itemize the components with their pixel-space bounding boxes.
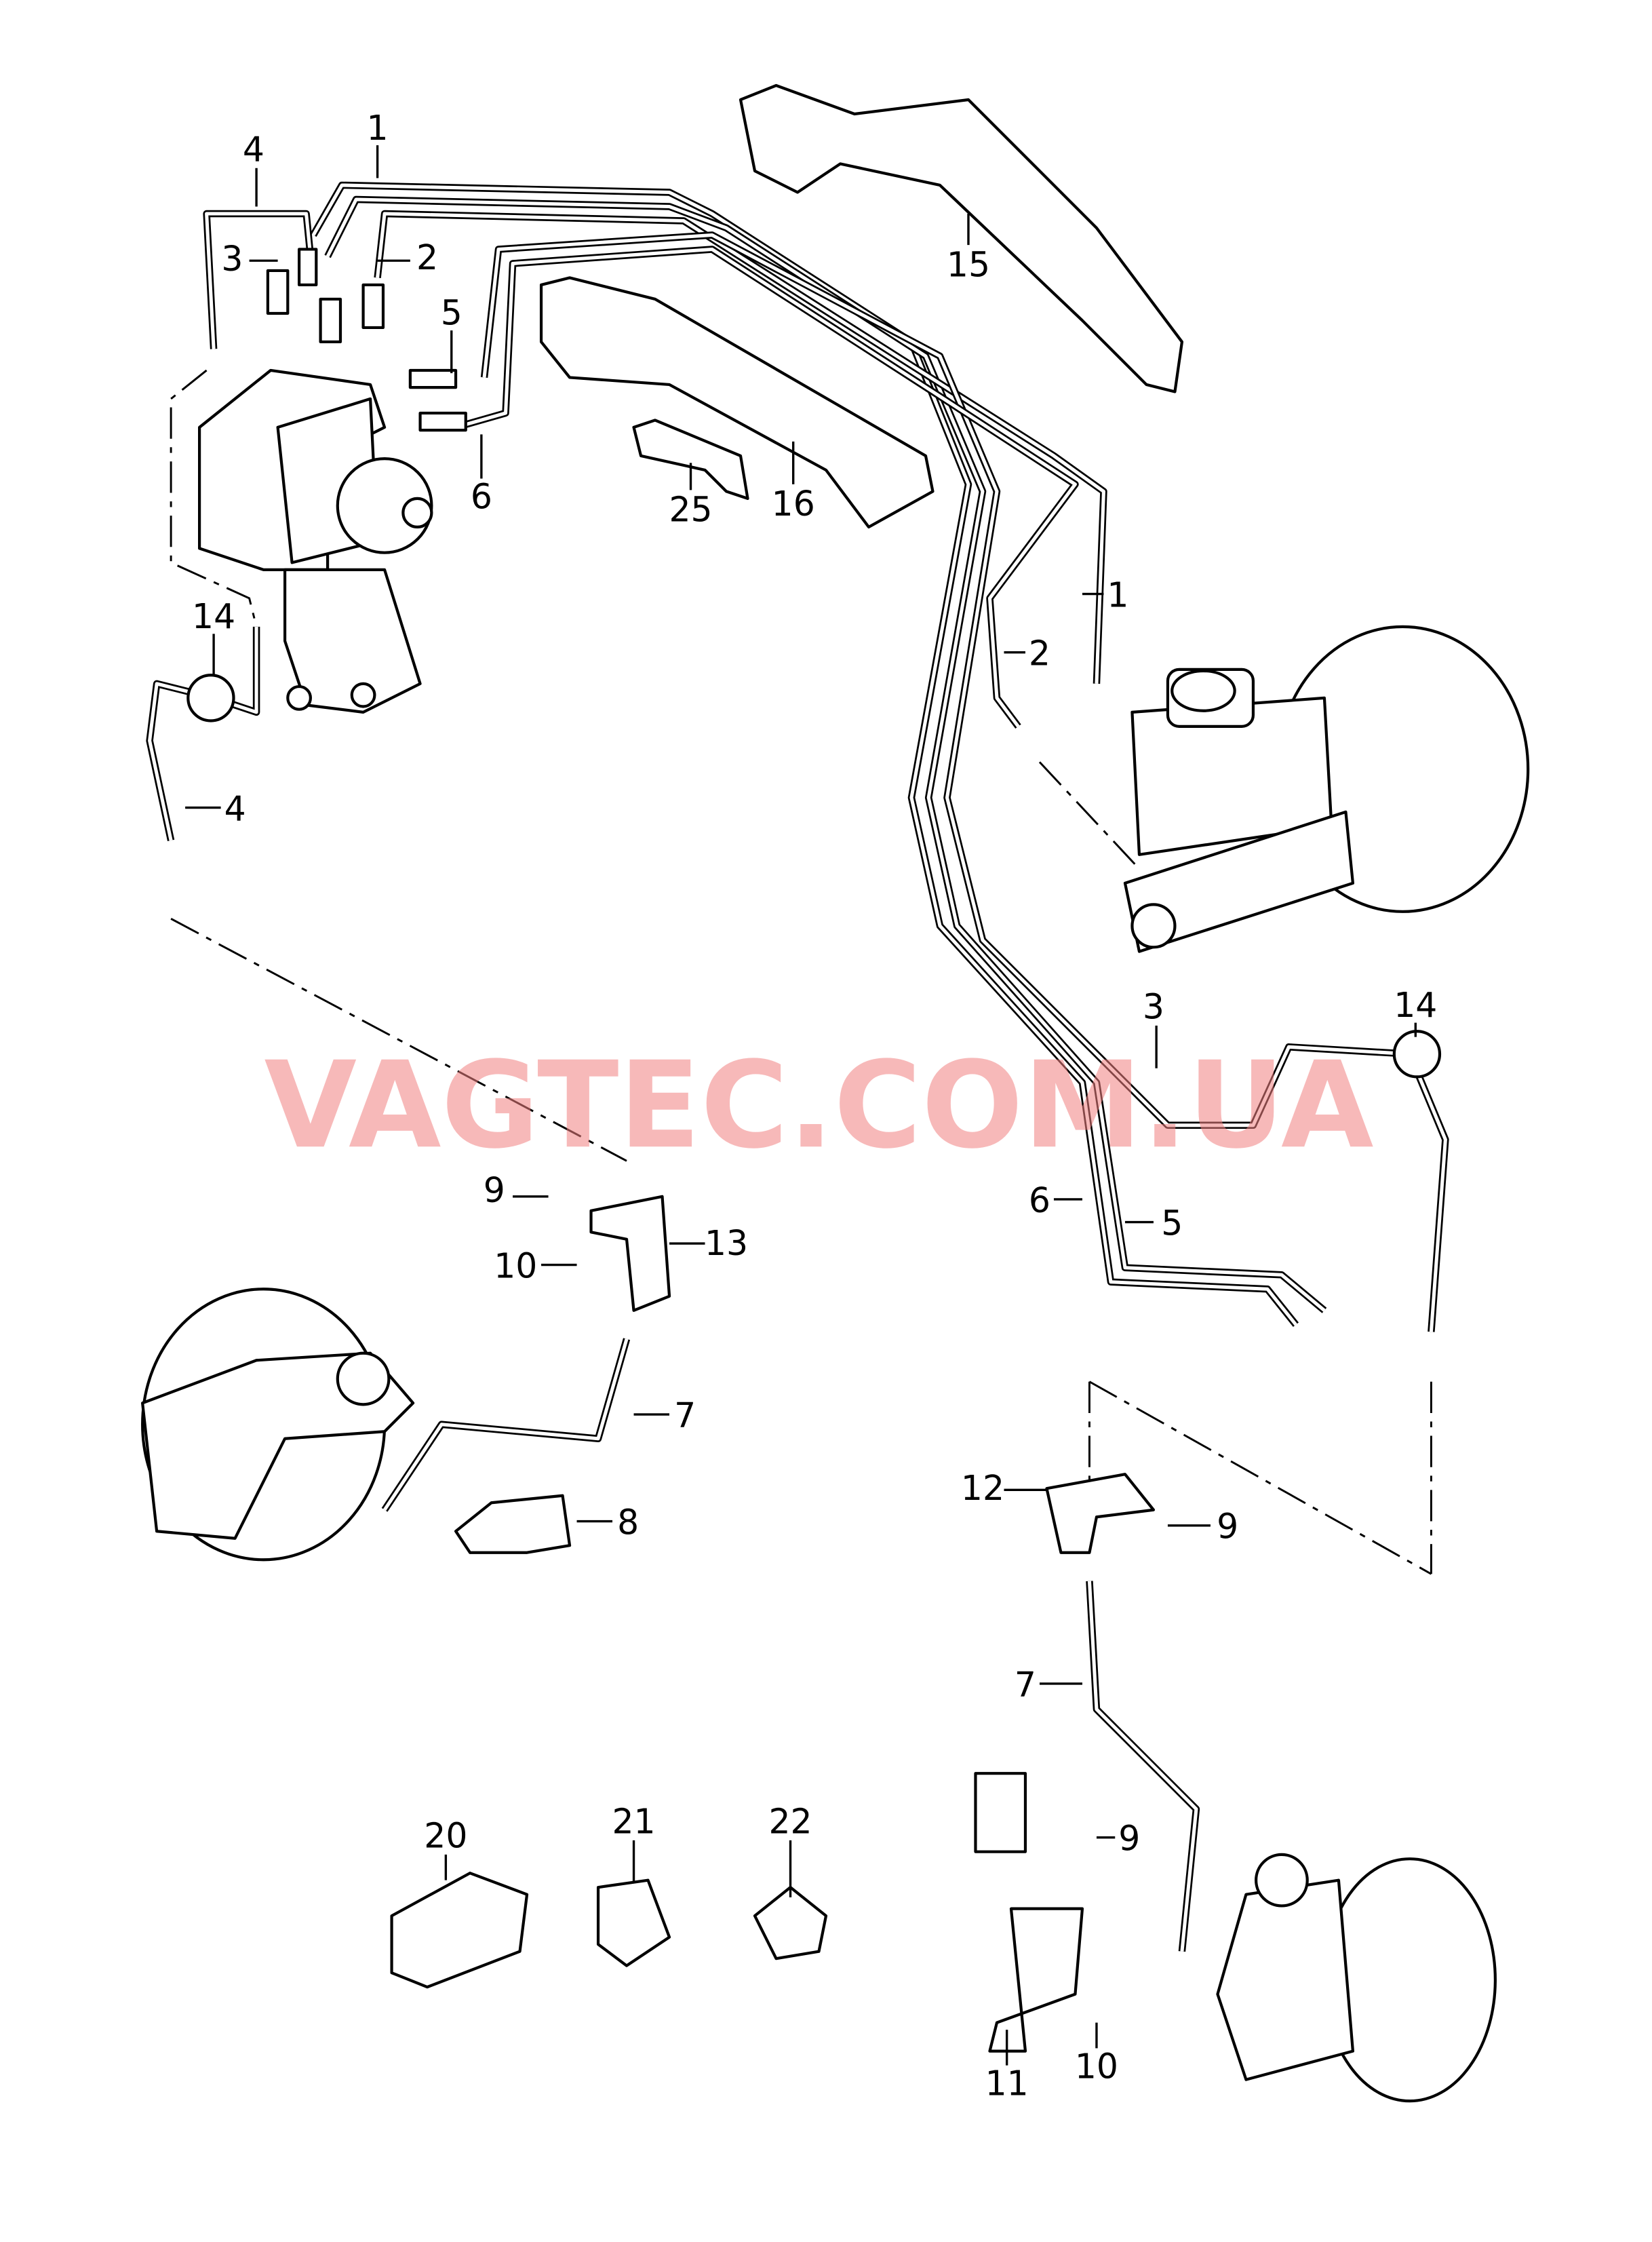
- callout-1: 1: [1107, 575, 1128, 615]
- clip-22: [753, 1886, 828, 1960]
- clip-25: [632, 419, 749, 501]
- bracket-13: [589, 1195, 671, 1312]
- grommet-14: [186, 674, 235, 722]
- callout-5: 5: [1161, 1203, 1183, 1243]
- callout-15: 15: [947, 244, 990, 284]
- callout-10: 10: [494, 1245, 537, 1286]
- callout-10: 10: [1075, 2047, 1118, 2087]
- callout-6: 6: [471, 477, 492, 517]
- cover-16: [539, 276, 935, 529]
- callout-5: 5: [441, 293, 463, 333]
- callout-2: 2: [416, 237, 438, 277]
- leader-line: [170, 918, 627, 1162]
- bracket-8: [454, 1494, 572, 1554]
- abs-hydraulic-unit: [198, 248, 467, 714]
- callout-4: 4: [243, 129, 264, 169]
- watermark: VAGTEC.COM.UA: [264, 1035, 1374, 1175]
- clip-21: [596, 1878, 671, 1967]
- callout-6: 6: [1029, 1180, 1050, 1220]
- callout-8: 8: [617, 1502, 639, 1542]
- callout-25: 25: [669, 490, 712, 530]
- callout-4: 4: [224, 788, 246, 828]
- callout-7: 7: [1015, 1665, 1036, 1705]
- leader-line: [1038, 761, 1141, 870]
- callout-9: 9: [1217, 1507, 1238, 1547]
- callout-14: 14: [192, 596, 235, 636]
- callout-11: 11: [985, 2064, 1029, 2104]
- front-right-brake-assembly: [974, 1581, 1497, 2103]
- clip-20: [390, 1872, 529, 1989]
- bracket-15: [739, 83, 1184, 393]
- callout-3: 3: [1143, 986, 1164, 1026]
- callout-13: 13: [705, 1223, 748, 1263]
- grommet-14: [1392, 1030, 1442, 1079]
- callout-21: 21: [612, 1801, 655, 1841]
- callout-20: 20: [424, 1815, 467, 1855]
- bracket-12: [1045, 1473, 1156, 1554]
- callout-7: 7: [674, 1395, 696, 1435]
- leader-line: [1088, 1380, 1432, 1575]
- callout-1: 1: [367, 108, 389, 148]
- leader-line: [170, 369, 258, 627]
- callout-leaders: [185, 145, 1417, 2066]
- callout-3: 3: [221, 239, 243, 279]
- master-cylinder-brake-booster: [1123, 625, 1530, 953]
- callout-12: 12: [961, 1468, 1004, 1508]
- callout-2: 2: [1029, 634, 1050, 674]
- callout-14: 14: [1394, 985, 1437, 1025]
- callout-16: 16: [772, 484, 815, 524]
- brake-pipe-bundle: [146, 181, 1449, 1332]
- callout-9: 9: [1118, 1819, 1140, 1859]
- front-left-brake-assembly: [141, 1288, 631, 1562]
- callout-9: 9: [484, 1170, 505, 1210]
- callout-22: 22: [768, 1801, 812, 1841]
